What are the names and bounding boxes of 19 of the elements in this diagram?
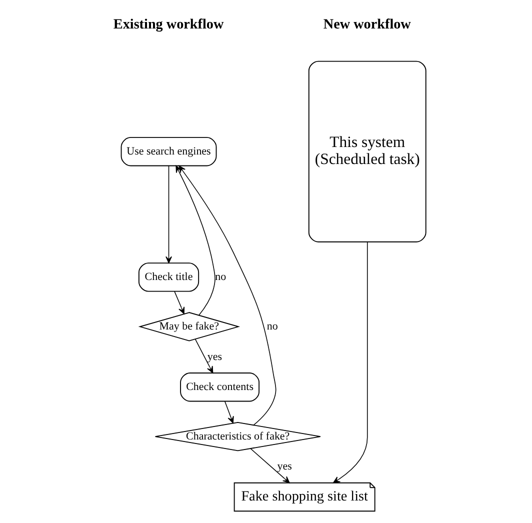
node-box: This system (Scheduled task) — [308, 60, 426, 242]
arrow — [174, 291, 184, 314]
arrow — [332, 242, 368, 484]
edge-label: no — [214, 271, 226, 284]
node-box: Use search engines — [120, 137, 216, 166]
edge-label: yes — [206, 350, 222, 363]
edge-label: no — [266, 320, 278, 333]
arrow — [165, 166, 172, 264]
node-box: Check title — [138, 262, 199, 292]
node-box: Check contents — [180, 372, 260, 402]
arrow — [194, 338, 213, 374]
edge-label: yes — [276, 460, 292, 473]
node-diamond: May be fake? — [138, 312, 240, 342]
arrow — [224, 401, 234, 424]
arrow — [250, 448, 290, 484]
label: New workflow — [322, 16, 410, 33]
node-diamond: Characteristics of fake? — [154, 422, 320, 452]
arrow — [178, 166, 276, 426]
label: Existing workflow — [112, 16, 224, 33]
